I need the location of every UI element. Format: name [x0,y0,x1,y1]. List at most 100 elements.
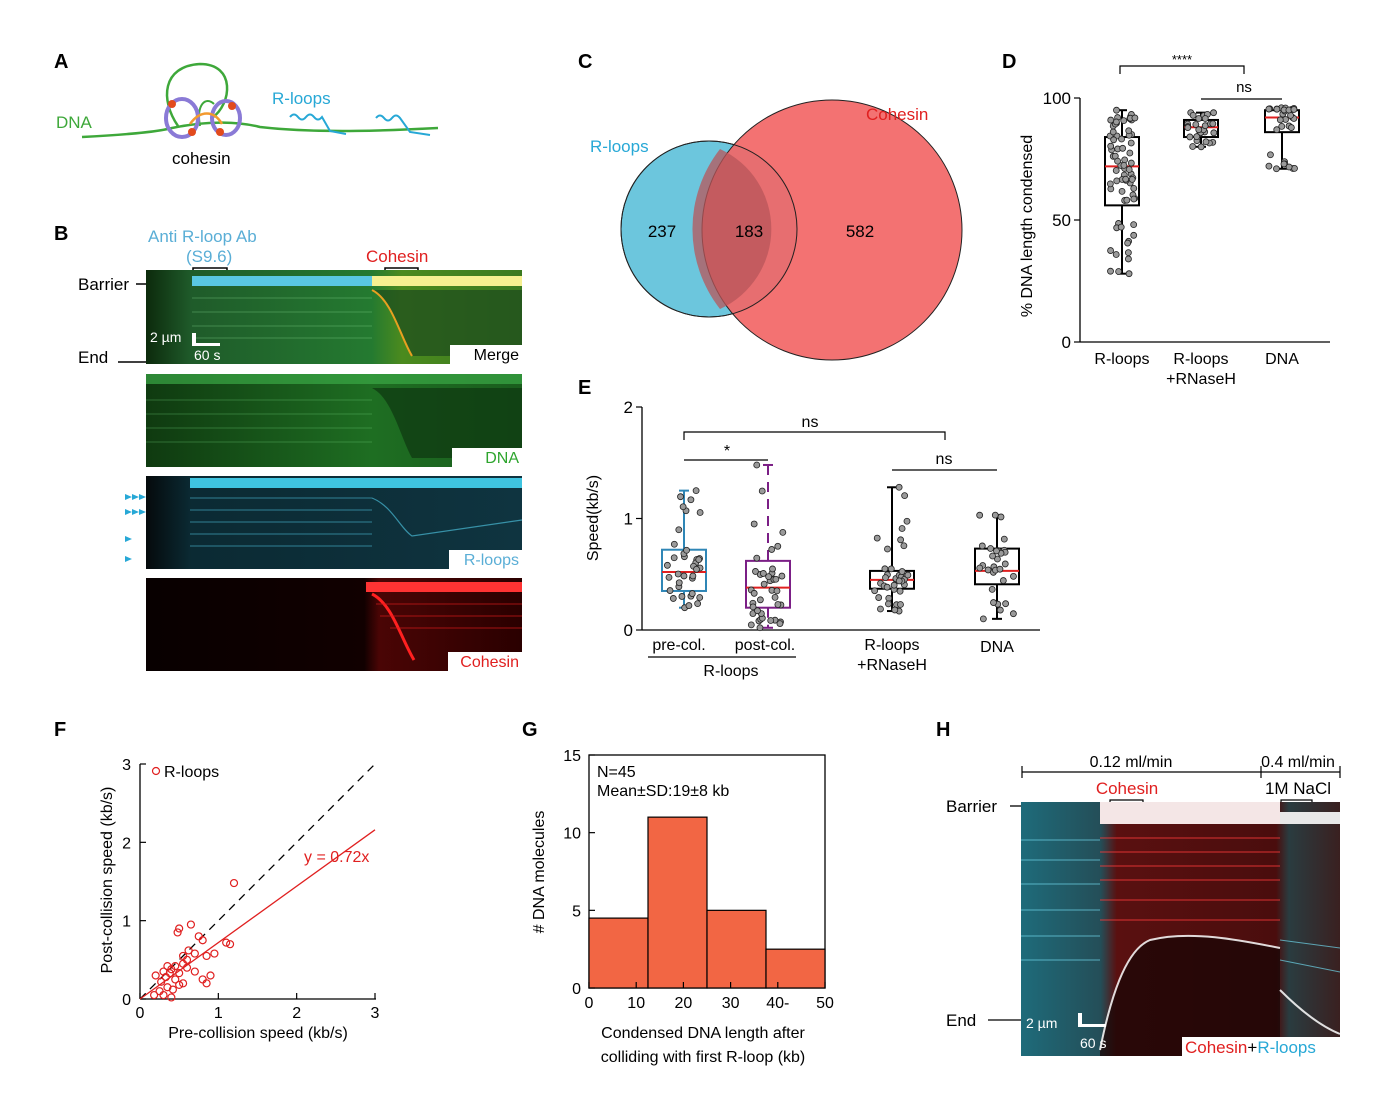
data-point [747,621,755,629]
kymo-merge-lines [192,297,372,339]
f-fit-line [139,829,376,1000]
data-point [1280,160,1288,168]
data-point [768,546,776,553]
panel-b: B Anti R-loop Ab (S9.6) Cohesin Barrier … [54,223,523,671]
y-tick-label: 10 [563,826,581,843]
scatter-point [175,969,184,978]
data-point [1010,572,1017,580]
venn-label-rloops: R-loops [590,137,649,156]
data-point [1125,255,1132,263]
histogram-bar [647,816,708,989]
data-point [1209,120,1217,128]
h-cohesin-tracks [1100,837,1280,921]
scatter-point [178,959,188,968]
data-point [978,542,986,550]
h-salt-edge [1279,989,1341,1035]
g-mean: Mean±SD:19±8 kb [597,783,729,800]
data-point [1120,161,1128,169]
h-cohesin-label: Cohesin [1096,779,1158,798]
d-ylabel: % DNA length condensed [1019,135,1036,317]
data-point [760,580,768,588]
cohesin-head [228,102,236,110]
f-xlabel: Pre-collision speed (kb/s) [168,1025,348,1042]
data-point [693,565,700,573]
data-point [767,617,775,624]
cohesin-bridge [188,112,224,125]
data-point [1285,163,1293,171]
e-sig-top: ns [802,414,819,431]
data-point [679,503,687,511]
data-point [665,573,673,581]
x-tick-label: 0 [585,995,594,1012]
kymo-merge-rloop-band [192,276,372,286]
data-point [1002,600,1010,608]
h-scalebar-s [1078,1024,1106,1027]
y-tick-label: 50 [1052,211,1071,230]
barrier-label: Barrier [78,275,129,294]
data-point [1112,251,1120,258]
data-point [898,568,906,575]
y-tick-label: 15 [563,748,581,765]
data-point [884,545,891,553]
y-tick-label: 2 [624,398,633,417]
data-point [1278,123,1286,130]
x-tick-label: 10 [627,995,645,1012]
h-legend-rloops: R-loops [1257,1038,1316,1057]
data-point [756,596,764,604]
y-tick-label: 1 [122,914,131,931]
data-point [1130,195,1138,203]
scale-um-label: 2 µm [150,329,181,345]
data-point [758,487,766,495]
data-point [988,585,996,593]
data-point [1273,105,1281,113]
data-point [891,606,899,614]
h-legend-plus: + [1247,1038,1257,1057]
data-point [996,606,1004,614]
kymo-dna-condensation [372,388,522,458]
scatter-point [151,971,160,980]
strip-label-dna: DNA [485,450,519,467]
kymo-rloops-lines [190,497,372,547]
panel-c-label: C [578,51,592,73]
data-point [993,547,1000,555]
data-point [996,565,1004,573]
data-point [989,552,996,560]
antibody-sub-label: (S9.6) [186,247,232,266]
scatter-point [206,971,215,980]
h-flow-2: 0.4 ml/min [1261,754,1335,771]
data-point [1192,121,1200,128]
data-point [685,602,693,609]
data-point [670,540,678,548]
venn-count-overlap: 183 [735,222,763,241]
data-point [1202,138,1210,146]
x-tick-label: 30 [722,995,740,1012]
venn-count-rloops-only: 237 [648,222,676,241]
kymo-merge-condensation [372,290,522,356]
histogram-bar [765,948,826,989]
data-point [883,583,891,591]
scatter-point [178,951,188,961]
kymo-rloops-band [190,478,522,488]
histogram-bar [588,917,649,989]
end-label: End [78,348,108,367]
d-xcat-3: DNA [1265,351,1299,368]
strip-label-bg [448,652,522,671]
data-point [696,509,704,516]
data-point [1267,151,1274,159]
d-sig-bracket-1 [1119,65,1245,74]
data-point [680,572,688,580]
data-point [897,536,905,544]
data-point [1189,111,1197,119]
y-tick-label: 0 [1062,333,1071,352]
data-point [1290,106,1298,113]
data-point [887,565,895,573]
y-tick-label: 5 [572,903,581,920]
data-point [895,577,903,585]
g-bars [588,816,826,989]
data-point [1112,167,1120,174]
data-point [687,496,695,504]
